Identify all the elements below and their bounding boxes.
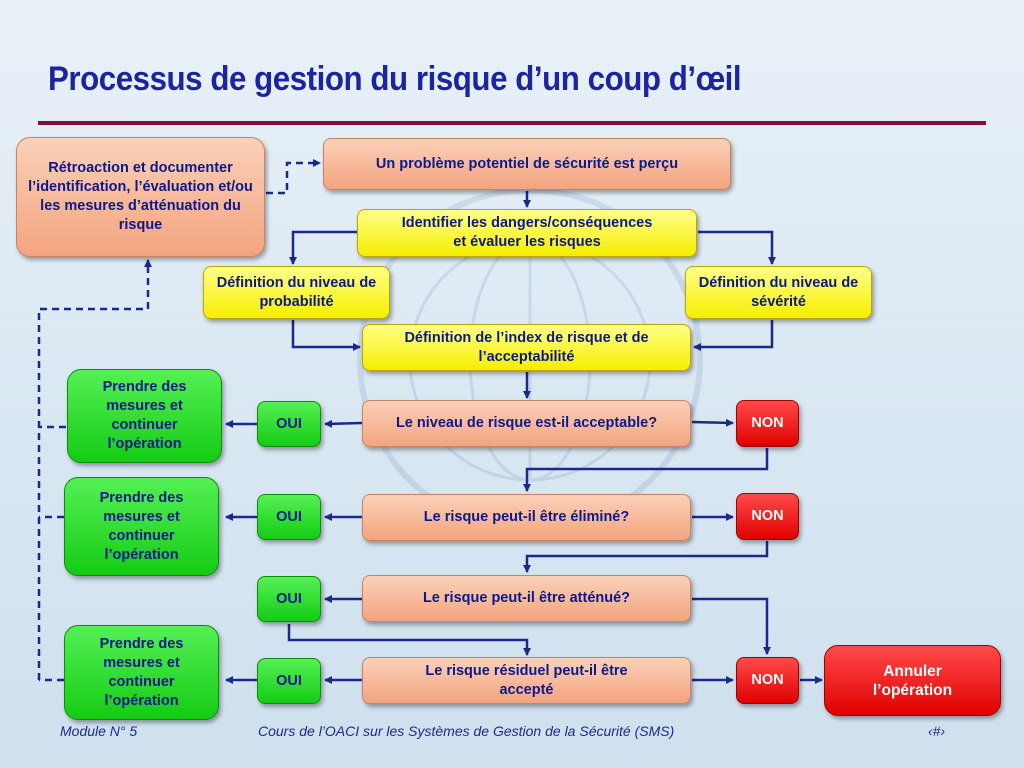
action-box-residual: Prendre des mesures et continuer l’opéra… xyxy=(64,625,219,720)
footer-page-number: ‹#› xyxy=(928,723,946,739)
footer-course: Cours de l’OACI sur les Systèmes de Gest… xyxy=(258,723,675,739)
arrow-probability-index xyxy=(291,320,361,351)
arrow-identify-severity xyxy=(698,230,776,265)
arrow-mitigate-non xyxy=(692,597,771,655)
yes-box-eliminate: OUI xyxy=(257,494,321,540)
arrow-severity-index xyxy=(693,320,774,351)
page-title: Processus de gestion du risque d’un coup… xyxy=(48,60,742,98)
question-acceptable: Le niveau de risque est-il acceptable? xyxy=(362,400,691,447)
arrow-identify-probability xyxy=(289,230,357,265)
step-probability: Définition du niveau de probabilité xyxy=(203,266,390,319)
yes-box-mitigate: OUI xyxy=(257,576,321,622)
arrow-acceptable-non xyxy=(691,418,734,427)
footer-module: Module N° 5 xyxy=(60,723,138,739)
title-divider xyxy=(38,121,986,125)
step-perceived: Un problème potentiel de sécurité est pe… xyxy=(323,138,731,190)
action-box-acceptable: Prendre des mesures et continuer l’opéra… xyxy=(67,369,222,463)
dashed-actions-to-feedback xyxy=(37,259,152,680)
arrow-non1-eliminate xyxy=(523,448,769,492)
dashed-feedback-to-perceived xyxy=(266,159,321,195)
yes-box-residual: OUI xyxy=(257,658,321,704)
question-eliminate: Le risque peut-il être éliminé? xyxy=(362,494,691,541)
step-severity: Définition du niveau de sévérité xyxy=(685,266,872,319)
step-index: Définition de l’index de risque et de l’… xyxy=(362,324,691,371)
action-box-eliminate: Prendre des mesures et continuer l’opéra… xyxy=(64,477,219,576)
arrow-acceptable-oui xyxy=(324,419,363,428)
arrow-non2-mitigate xyxy=(523,541,769,573)
no-box-residual: NON xyxy=(736,657,799,704)
question-mitigate: Le risque peut-il être atténué? xyxy=(362,575,691,622)
arrow-oui-residual xyxy=(287,624,531,656)
yes-box-acceptable: OUI xyxy=(257,401,321,447)
no-box-acceptable: NON xyxy=(736,400,799,447)
no-box-eliminate: NON xyxy=(736,493,799,540)
question-residual: Le risque résiduel peut-il être accepté xyxy=(362,657,691,704)
feedback-box: Rétroaction et documenter l’identificati… xyxy=(16,137,265,257)
cancel-box: Annuler l’opération xyxy=(824,645,1001,716)
step-identify: Identifier les dangers/conséquences et é… xyxy=(357,209,697,257)
